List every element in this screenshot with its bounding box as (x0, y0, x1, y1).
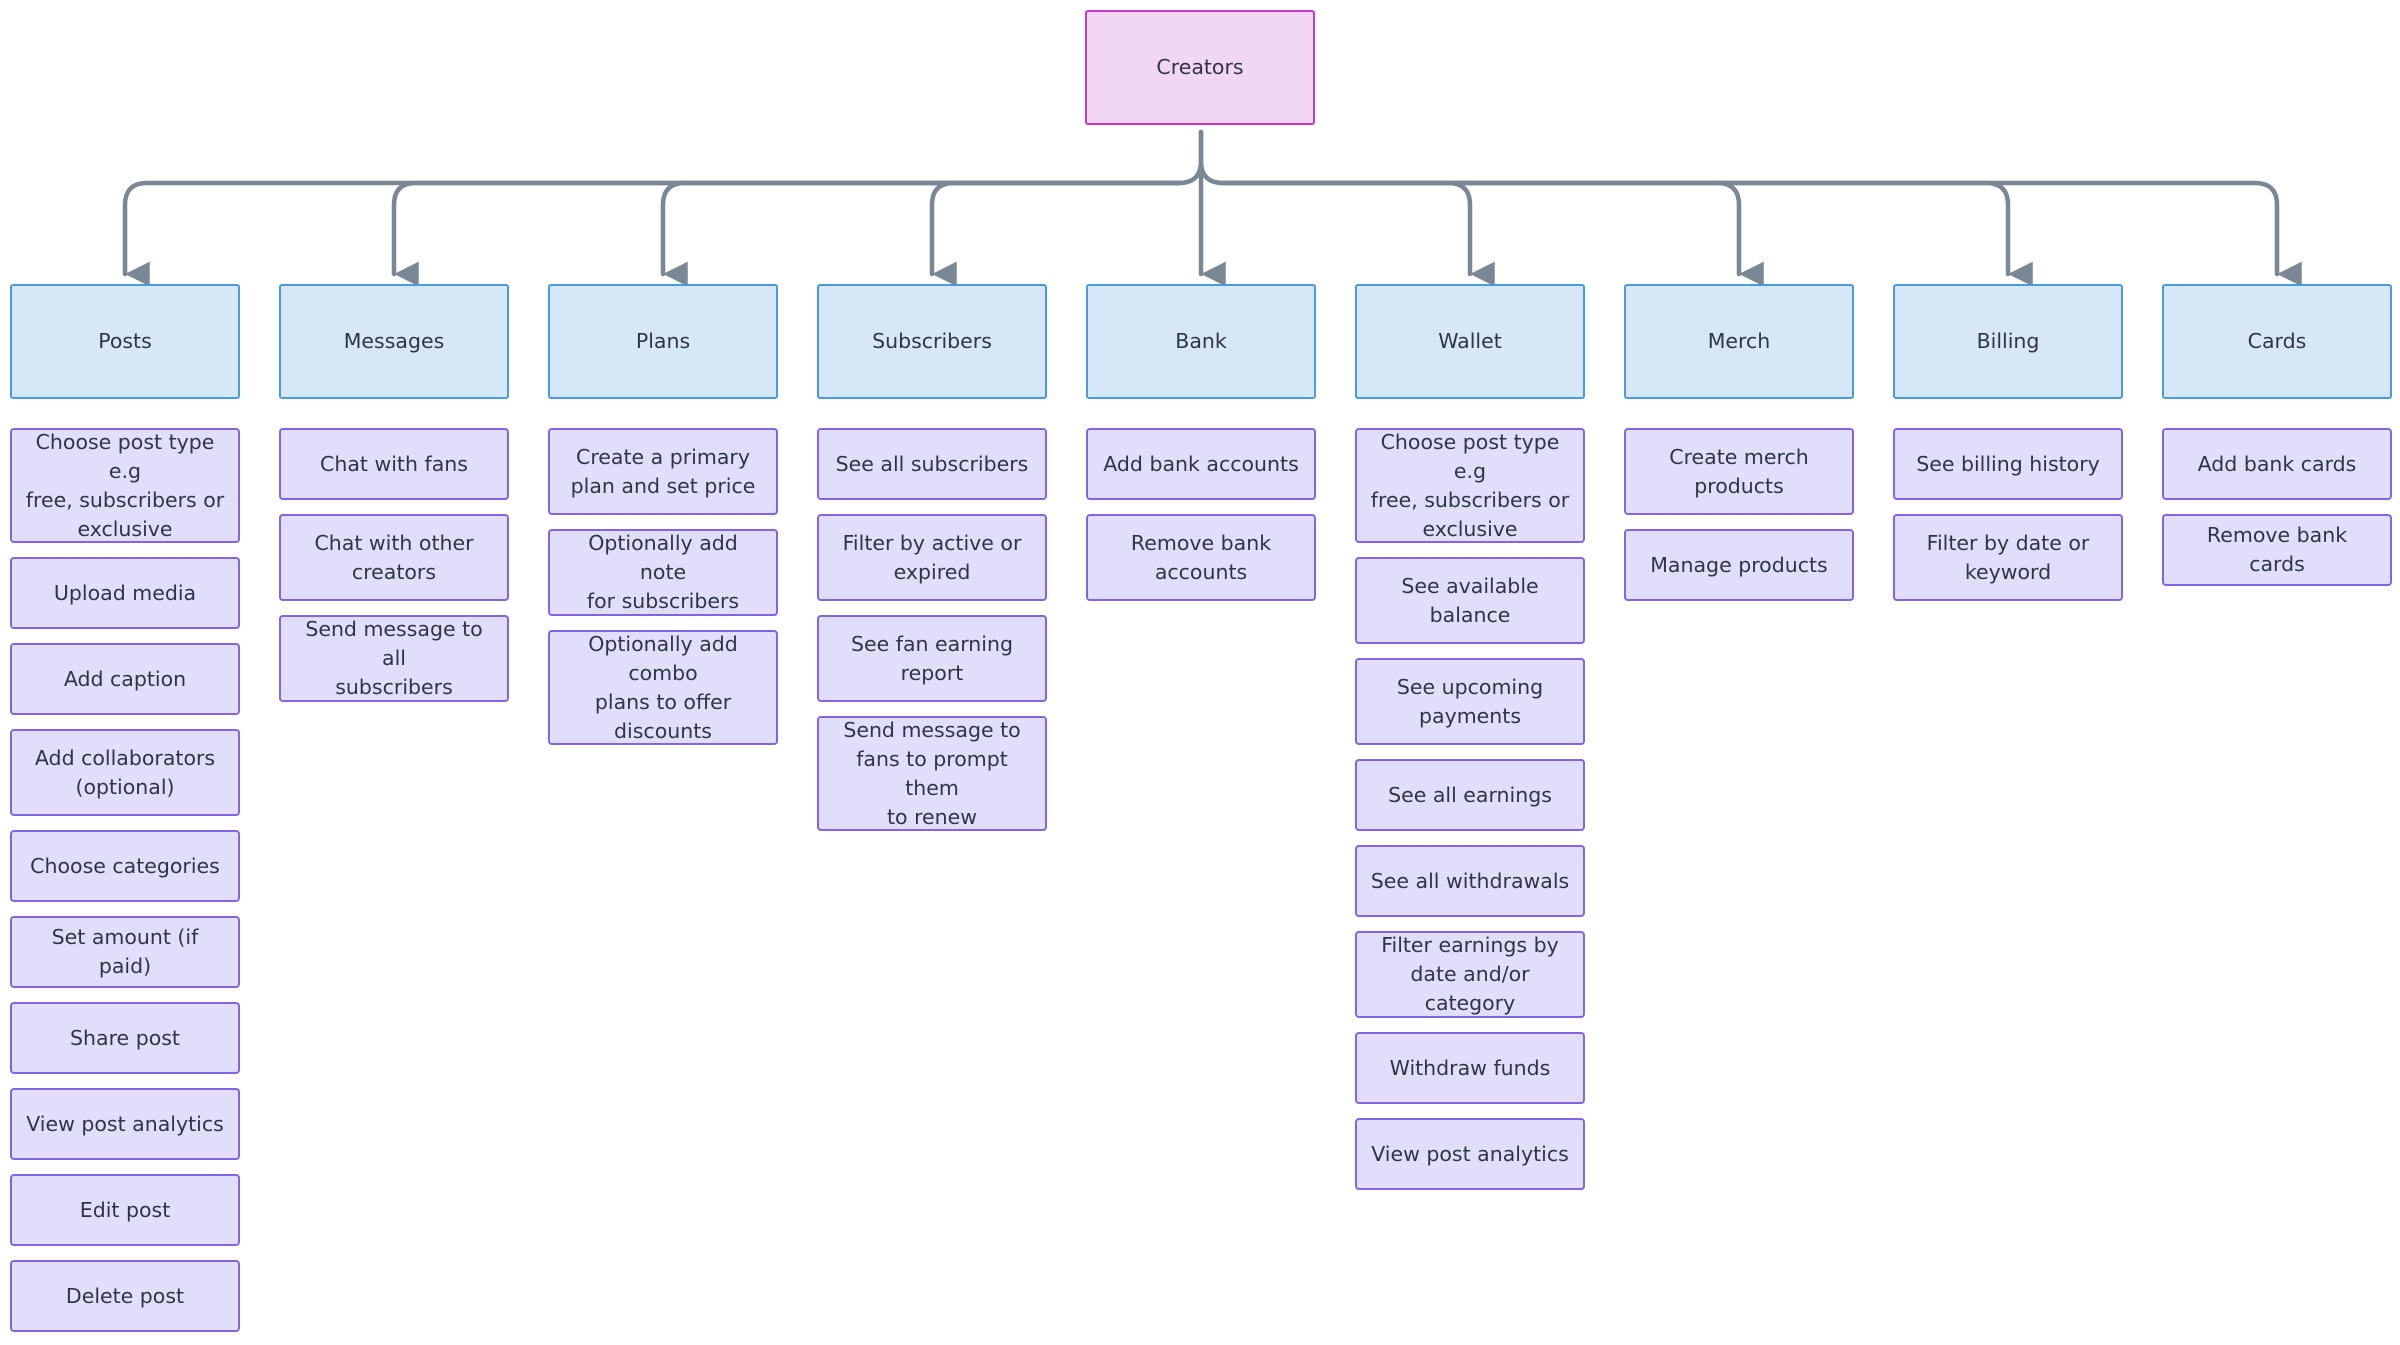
billing-item-1: See billing history (1893, 428, 2123, 500)
category-node-posts: Posts (10, 284, 240, 399)
posts-item-10: Delete post (10, 1260, 240, 1332)
root-node-creators: Creators (1085, 10, 1315, 125)
bank-item-1: Add bank accounts (1086, 428, 1316, 500)
merch-item-2: Manage products (1624, 529, 1854, 601)
category-node-bank: Bank (1086, 284, 1316, 399)
posts-item-8: View post analytics (10, 1088, 240, 1160)
connector-plans (660, 180, 1182, 287)
posts-item-3: Add caption (10, 643, 240, 715)
cards-item-2: Remove bank cards (2162, 514, 2392, 586)
category-node-plans: Plans (548, 284, 778, 399)
category-node-cards: Cards (2162, 284, 2392, 399)
category-node-merch: Merch (1624, 284, 1854, 399)
connector-wallet (1220, 180, 1495, 287)
messages-item-1: Chat with fans (279, 428, 509, 500)
connector-trunk-right (1198, 158, 1226, 186)
category-node-billing: Billing (1893, 284, 2123, 399)
connector-posts (122, 180, 1182, 287)
posts-item-2: Upload media (10, 557, 240, 629)
wallet-item-7: Withdraw funds (1355, 1032, 1585, 1104)
connector-trunk-left (1176, 129, 1204, 186)
category-node-subscribers: Subscribers (817, 284, 1047, 399)
connector-cards (1220, 180, 2302, 287)
posts-item-7: Share post (10, 1002, 240, 1074)
posts-item-9: Edit post (10, 1174, 240, 1246)
wallet-item-8: View post analytics (1355, 1118, 1585, 1190)
wallet-item-4: See all earnings (1355, 759, 1585, 831)
posts-item-5: Choose categories (10, 830, 240, 902)
connector-subscribers (929, 180, 1182, 287)
posts-item-6: Set amount (if paid) (10, 916, 240, 988)
category-node-wallet: Wallet (1355, 284, 1585, 399)
cards-item-1: Add bank cards (2162, 428, 2392, 500)
category-node-messages: Messages (279, 284, 509, 399)
posts-item-4: Add collaborators(optional) (10, 729, 240, 816)
connector-merch (1220, 180, 1764, 287)
subscribers-item-1: See all subscribers (817, 428, 1047, 500)
connector-messages (391, 180, 1182, 287)
wallet-item-5: See all withdrawals (1355, 845, 1585, 917)
connector-billing (1220, 180, 2033, 287)
